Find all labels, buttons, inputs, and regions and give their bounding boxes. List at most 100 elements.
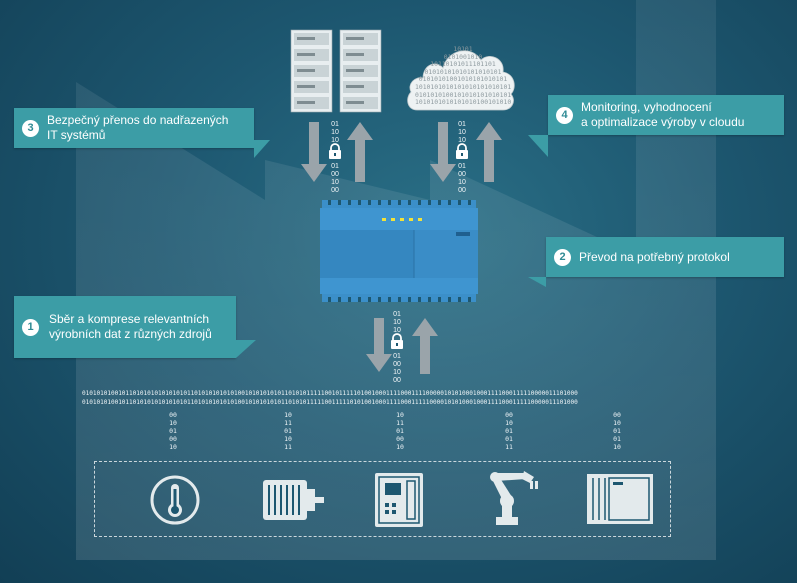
binary-digit: 10: [169, 443, 177, 451]
binary-digit: 10: [284, 411, 292, 419]
robot-arm-device: [490, 471, 542, 532]
binary-digit: 11: [505, 443, 513, 451]
stream-digit: 00: [331, 171, 339, 178]
cloud-binary-line: 01010101001010101010101: [418, 75, 508, 84]
down-arrow-icon: [301, 122, 327, 182]
binary-digit: 10: [613, 443, 621, 451]
data-sources-box: [94, 461, 671, 537]
down-arrow-icon: [366, 318, 392, 372]
lock-icon: [455, 143, 469, 165]
cloud-binary-line: 0101010100101010101010101: [415, 90, 511, 99]
callout-text: Monitoring, vyhodnocení a optimalizace v…: [581, 100, 745, 129]
gateway-device: [320, 200, 478, 307]
step-number-badge: 3: [22, 119, 39, 137]
binary-digit: 00: [505, 411, 513, 419]
gateway-stream: 01 10 10 01 00 10 00: [390, 311, 404, 385]
binary-digit: 01: [284, 427, 292, 435]
thermometer-icon: [150, 475, 200, 525]
stream-digit: 10: [331, 137, 339, 144]
up-arrow-icon: [476, 122, 502, 182]
step-number-badge: 2: [554, 248, 571, 266]
device-binary-column: 00 10 01 01 11: [502, 411, 516, 451]
stream-digit: 00: [393, 361, 401, 368]
binary-digit: 00: [169, 411, 177, 419]
cloud-binary: 10101 0101001010 10110101011101101 01010…: [415, 46, 511, 107]
callout-text: Bezpečný přenos do nadřazených IT systém…: [47, 113, 229, 142]
stream-digit: 00: [458, 171, 466, 178]
binary-digit: 10: [396, 411, 404, 419]
stream-digit: 01: [331, 163, 339, 170]
cloud-binary-line: 10101010101010101010101010: [415, 82, 511, 91]
cloud: 10101 0101001010 10110101011101101 01010…: [405, 42, 517, 112]
binary-data-line: 0101010100101101010101010101011010101010…: [82, 399, 578, 406]
stream-digit: 10: [393, 369, 401, 376]
server-stream: 01 10 10 01 00 10 00: [328, 121, 342, 195]
device-binary-column: 10 11 01 00 10: [393, 411, 407, 451]
binary-digit: 01: [169, 427, 177, 435]
binary-digit: 01: [505, 427, 513, 435]
server-rack: [290, 29, 384, 118]
stream-digit: 00: [458, 187, 466, 194]
cloud-binary-line: 1010101010101010100101010: [415, 98, 511, 107]
binary-digit: 11: [396, 419, 404, 427]
drive-cabinet-device: [587, 474, 653, 529]
device-binary-column: 00 10 01 00 10: [166, 411, 180, 451]
lock-icon: [390, 333, 404, 355]
stream-digit: 01: [393, 311, 401, 318]
callout-text: Převod na potřebný protokol: [579, 249, 730, 264]
binary-digit: 10: [396, 443, 404, 451]
callout-text: Sběr a komprese relevantních výrobních d…: [49, 312, 212, 341]
up-arrow-icon: [412, 318, 438, 374]
binary-digit: 11: [284, 443, 292, 451]
stream-digit: 10: [393, 327, 401, 334]
binary-digit: 01: [505, 435, 513, 443]
cloud-binary-line: 01010101010101010101: [424, 67, 502, 76]
binary-data-line: 0101010100101101010101010101011010101010…: [82, 390, 578, 397]
callout-pointer: [254, 140, 270, 158]
cloud-link-arrows: [430, 122, 502, 182]
cloud-binary-line: 10110101011101101: [430, 60, 496, 69]
stream-digit: 10: [331, 179, 339, 186]
down-arrow-icon: [430, 122, 456, 182]
binary-digit: 01: [396, 427, 404, 435]
binary-digit: 00: [169, 435, 177, 443]
cloud-binary-line: 10101: [453, 46, 473, 53]
cloud-binary-line: 0101001010: [443, 52, 483, 61]
binary-digit: 10: [613, 419, 621, 427]
device-binary-column: 00 10 01 01 10: [610, 411, 624, 451]
binary-digit: 11: [284, 419, 292, 427]
stream-digit: 10: [458, 179, 466, 186]
stream-digit: 10: [331, 129, 339, 136]
stream-digit: 10: [393, 319, 401, 326]
stream-digit: 10: [458, 129, 466, 136]
stream-digit: 01: [458, 163, 466, 170]
binary-digit: 10: [284, 435, 292, 443]
stream-digit: 01: [393, 353, 401, 360]
gateway-link-arrows: [366, 318, 438, 374]
stream-digit: 01: [458, 121, 466, 128]
drive-cabinet-icon: [587, 474, 653, 524]
motor-icon: [263, 480, 324, 520]
binary-digit: 00: [396, 435, 404, 443]
stream-digit: 00: [331, 187, 339, 194]
callout-data-collection: 1 Sběr a komprese relevantních výrobních…: [14, 296, 236, 358]
binary-digit: 01: [613, 427, 621, 435]
callout-cloud-monitoring: 4 Monitoring, vyhodnocení a optimalizace…: [548, 95, 784, 135]
up-arrow-icon: [347, 122, 373, 182]
callout-secure-transfer: 3 Bezpečný přenos do nadřazených IT syst…: [14, 108, 254, 148]
stream-digit: 10: [458, 137, 466, 144]
thermometer-device: [150, 475, 200, 530]
binary-digit: 10: [169, 419, 177, 427]
controller-icon: [375, 473, 423, 527]
lock-icon: [328, 143, 342, 165]
binary-digit: 00: [613, 411, 621, 419]
cloud-stream: 01 10 10 01 00 10 00: [455, 121, 469, 195]
controller-device: [375, 473, 423, 532]
callout-protocol-conversion: 2 Převod na potřebný protokol: [546, 237, 784, 277]
cloud-icon: [407, 50, 515, 111]
callout-pointer: [528, 277, 546, 287]
gateway-device-icon: [320, 200, 478, 302]
binary-digit: 01: [613, 435, 621, 443]
step-number-badge: 1: [22, 318, 39, 336]
server-link-arrows: [301, 122, 373, 182]
